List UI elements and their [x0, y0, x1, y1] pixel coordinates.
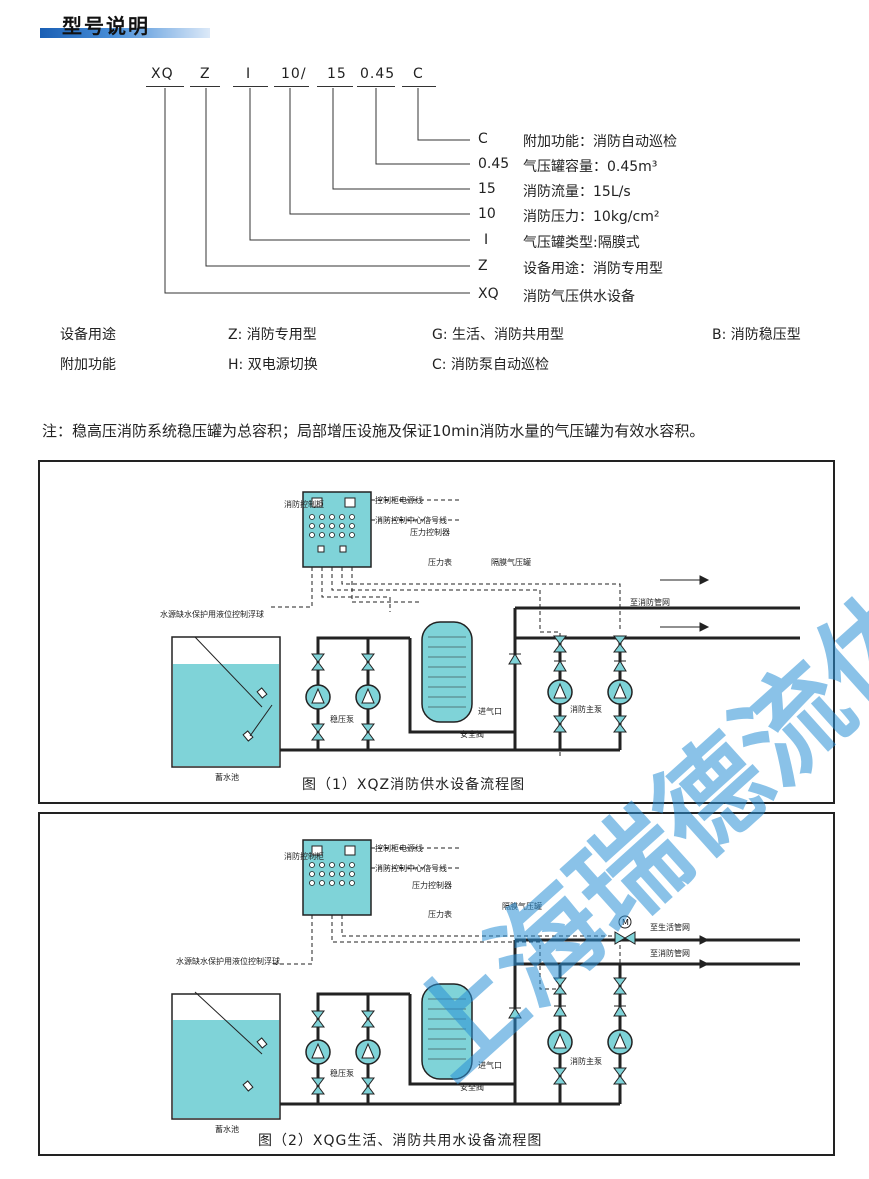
- code-xq: XQ: [151, 66, 174, 82]
- code-function: C: [413, 66, 424, 82]
- fig2-signal-line-label: 消防控制中心信号线: [375, 863, 447, 873]
- explain-text-pressure: 消防压力：10kg/cm²: [523, 209, 660, 225]
- fig2-float-label: 水源缺水保护用液位控制浮球: [176, 956, 280, 966]
- code-type: Ⅰ: [246, 66, 252, 82]
- fig2-stab-pump-label: 稳压泵: [330, 1068, 354, 1078]
- fig2-life-net-label: 至生活管网: [650, 922, 690, 932]
- function-c: C: 消防泵自动巡检: [432, 357, 549, 373]
- fig2-power-line-label: 控制柜电源线: [375, 843, 423, 853]
- figure-2-frame: M 控制柜电源线 消防控制中心信号线 压力控制器 压力表 隔膜气压罐 至生活管网…: [38, 812, 835, 1156]
- fig1-power-line-label: 控制柜电源线: [375, 495, 423, 505]
- explain-text-xq: 消防气压供水设备: [523, 289, 635, 305]
- figure-2-diagram: M 控制柜电源线 消防控制中心信号线 压力控制器 压力表 隔膜气压罐 至生活管网…: [171, 839, 800, 1134]
- usage-label: 设备用途: [60, 327, 116, 343]
- fig1-stab-pump-label: 稳压泵: [330, 714, 354, 724]
- note-text: 注：稳高压消防系统稳压罐为总容积；局部增压设施及保证10min消防水量的气压罐为…: [42, 422, 705, 440]
- fig1-gauge-label: 压力表: [428, 557, 452, 567]
- fig2-reservoir-label: 蓄水池: [215, 1124, 239, 1134]
- fig2-safety-valve-label: 安全阀: [460, 1082, 484, 1092]
- explain-text-type: 气压罐类型:隔膜式: [523, 235, 640, 251]
- fig2-air-inlet-label: 进气口: [478, 1060, 502, 1070]
- fig2-main-pump-label: 消防主泵: [570, 1056, 602, 1066]
- explain-code-flow: 15: [478, 181, 496, 197]
- figure-2-caption: 图（2）XQG生活、消防共用水设备流程图: [258, 1133, 543, 1149]
- fig1-tank-label: 隔膜气压罐: [491, 557, 531, 567]
- fig2-motor-valve-label: M: [622, 918, 629, 927]
- figure-1-caption: 图（1）XQZ消防供水设备流程图: [302, 777, 526, 793]
- fig1-air-inlet-label: 进气口: [478, 706, 502, 716]
- explain-text-flow: 消防流量：15L/s: [523, 184, 631, 200]
- explain-code-pressure: 10: [478, 206, 496, 222]
- function-h: H: 双电源切换: [228, 357, 318, 373]
- function-label: 附加功能: [60, 357, 116, 373]
- fig2-pressure-controller-label: 压力控制器: [412, 880, 452, 890]
- explain-text-z: 设备用途：消防专用型: [523, 261, 663, 277]
- explain-code-type: Ⅰ: [484, 232, 489, 248]
- fig1-float-label: 水源缺水保护用液位控制浮球: [160, 609, 264, 619]
- fig2-fire-net-label: 至消防管网: [650, 948, 690, 958]
- figure-1-diagram: 控制柜电源线 消防控制中心信号线 压力控制器 压力表 隔膜气压罐 至消防管网 水…: [160, 491, 800, 782]
- explain-code-c: C: [478, 131, 488, 147]
- code-z: Z: [200, 66, 211, 82]
- figure-1-frame: 控制柜电源线 消防控制中心信号线 压力控制器 压力表 隔膜气压罐 至消防管网 水…: [38, 460, 835, 804]
- explain-code-volume: 0.45: [478, 156, 510, 172]
- code-flow: 15: [327, 66, 347, 82]
- fig1-safety-valve-label: 安全阀: [460, 729, 484, 739]
- usage-z: Z: 消防专用型: [228, 327, 317, 343]
- code-leader-lines: [164, 88, 470, 294]
- explain-text-c: 附加功能：消防自动巡检: [523, 134, 677, 150]
- fig1-reservoir-label: 蓄水池: [215, 772, 239, 782]
- fig1-pressure-controller-label: 压力控制器: [410, 527, 450, 537]
- fig1-main-pump-label: 消防主泵: [570, 704, 602, 714]
- title-underline-bar: [40, 28, 210, 38]
- usage-b: B: 消防稳压型: [712, 327, 801, 343]
- usage-g: G: 生活、消防共用型: [432, 327, 565, 343]
- fig2-tank-label: 隔膜气压罐: [502, 901, 542, 911]
- section-title: 型号说明: [62, 14, 150, 38]
- code-pressure: 10/: [281, 66, 307, 82]
- fig1-cabinet-label: 消防控制柜: [284, 499, 324, 509]
- explain-code-z: Z: [478, 258, 488, 274]
- fig1-signal-line-label: 消防控制中心信号线: [375, 515, 447, 525]
- code-volume: 0.45: [360, 66, 396, 82]
- fig2-cabinet-label: 消防控制柜: [284, 851, 324, 861]
- fig2-gauge-label: 压力表: [428, 909, 452, 919]
- explain-text-volume: 气压罐容量：0.45m³: [523, 159, 658, 175]
- fig1-fire-net-label: 至消防管网: [630, 597, 670, 607]
- explain-code-xq: XQ: [478, 286, 499, 302]
